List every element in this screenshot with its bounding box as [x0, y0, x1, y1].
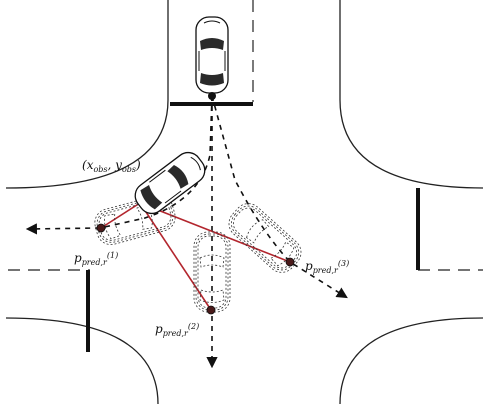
pred-point-1: [96, 223, 106, 233]
link-pred-2: [139, 202, 212, 311]
link-pred-1: [100, 202, 141, 229]
origin-point: [208, 92, 216, 100]
observed-car: [129, 146, 211, 220]
ego-car-top: [195, 16, 229, 94]
link-pred-3: [139, 202, 291, 263]
road-corner-bottom-right: [339, 317, 484, 404]
road-corner-top-left: [5, 0, 169, 189]
predicted-car-3: [222, 197, 308, 279]
pred-label-3: ppred,r(3): [305, 259, 349, 275]
road-edges: [5, 0, 484, 404]
observed-label: (xobs, yobs): [82, 158, 141, 174]
pred-point-2: [206, 305, 216, 315]
pred-label-2: ppred,r(2): [155, 322, 199, 338]
road-corner-top-right: [339, 0, 484, 189]
stop-lines: [86, 102, 420, 352]
points: [96, 92, 295, 315]
pred-point-3: [285, 257, 295, 267]
lane-markings: [8, 0, 483, 271]
trajectory-left-arrow: [25, 95, 213, 235]
road-corner-bottom-left: [5, 317, 159, 404]
pred-label-1: ppred,r(1): [74, 251, 118, 267]
predicted-cars: [91, 191, 308, 313]
